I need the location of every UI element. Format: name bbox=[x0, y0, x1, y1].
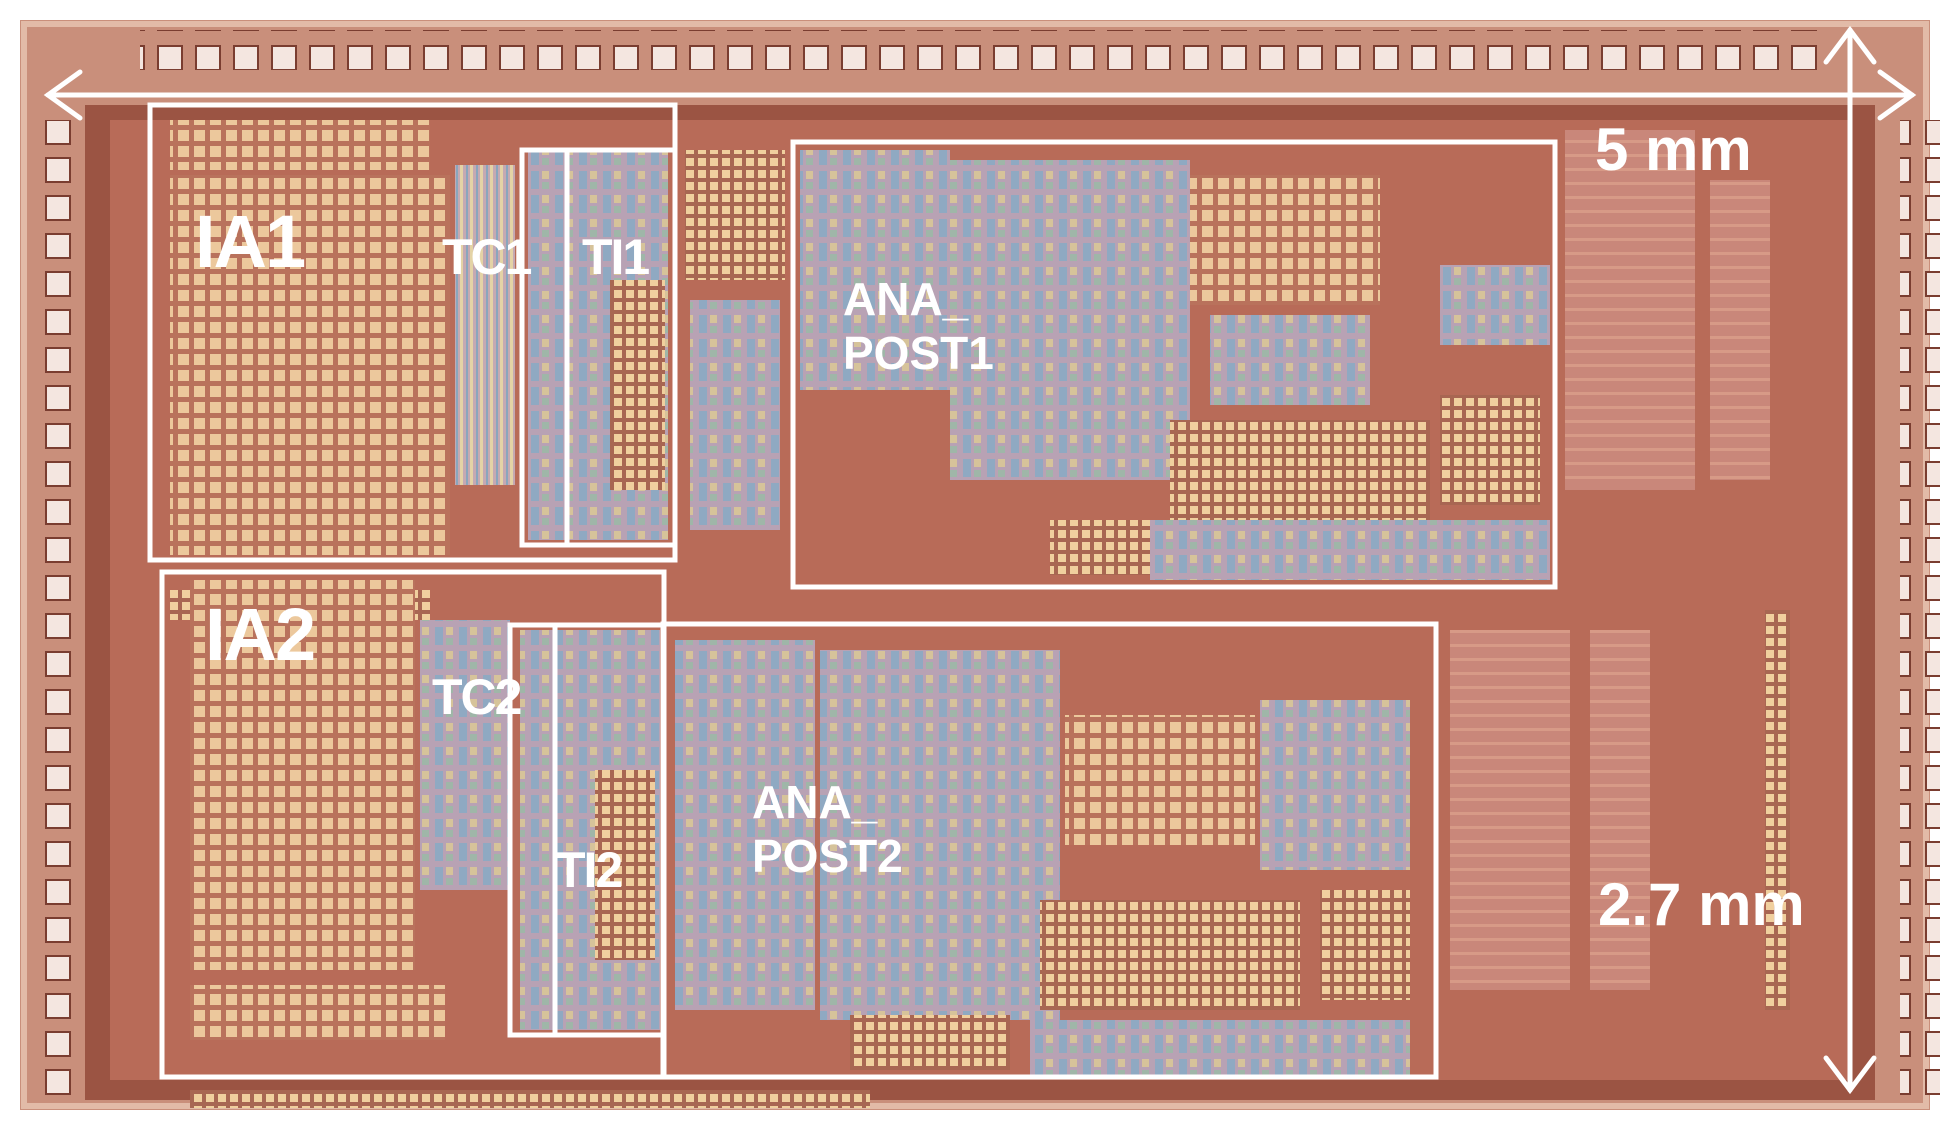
width-arrow-right-head bbox=[1877, 69, 1917, 121]
ti1-label: TI1 bbox=[582, 229, 650, 285]
ana-post1-array-a bbox=[1190, 175, 1380, 305]
ana-post1-logic bbox=[1210, 315, 1370, 405]
top-pad-row bbox=[140, 30, 1820, 70]
cap-bank-2 bbox=[1710, 180, 1770, 480]
mid-array-1 bbox=[685, 150, 785, 280]
ana-post1-label-line2: POST1 bbox=[843, 327, 994, 379]
tc2-block bbox=[420, 620, 510, 890]
ti1-outline bbox=[564, 147, 678, 548]
ana-post2-label-line2: POST2 bbox=[752, 830, 903, 882]
ana-post2-array-c bbox=[1320, 890, 1410, 1000]
ia2-main-array bbox=[190, 580, 415, 970]
ana-post2-outline bbox=[660, 621, 1439, 1080]
height-arrow-bottom-head bbox=[1823, 1055, 1877, 1095]
ana-post2-label-line1: ANA_ bbox=[752, 776, 878, 828]
ti2-label: TI2 bbox=[555, 842, 623, 898]
ana-post1-outline bbox=[790, 139, 1558, 590]
dimension-arrows bbox=[43, 25, 1917, 1095]
height-arrow-top-head bbox=[1823, 25, 1877, 65]
ana-post2-bottom bbox=[1030, 1020, 1410, 1075]
ti2-array bbox=[595, 770, 655, 960]
cap-bank-3 bbox=[1450, 630, 1570, 990]
ia1-main-array bbox=[170, 175, 450, 505]
ana-post2-left bbox=[675, 640, 815, 1010]
cap-bank-4 bbox=[1590, 630, 1650, 990]
ana-post2-array-a bbox=[1065, 715, 1255, 845]
ia2-label: IA2 bbox=[205, 593, 316, 676]
ia1-top-array bbox=[170, 120, 430, 170]
ana-post1-bottom bbox=[1150, 520, 1550, 580]
ana-post2-mid bbox=[820, 650, 1060, 1020]
ia1-label: IA1 bbox=[195, 200, 306, 283]
ana-post1-array-c bbox=[1440, 395, 1540, 505]
width-arrow-left-head bbox=[43, 69, 83, 121]
ana-post1-array-d bbox=[1050, 520, 1150, 575]
ana-post2-label: ANA_ POST2 bbox=[752, 775, 903, 883]
ana-post1-logic-r bbox=[1440, 265, 1550, 345]
ana-post2-array-bottom bbox=[850, 1015, 1010, 1070]
ana-post1-left bbox=[800, 150, 950, 390]
ti1-array bbox=[610, 280, 665, 490]
ana-post2-array-b bbox=[1040, 900, 1300, 1010]
left-pad-column bbox=[40, 120, 80, 1100]
ana-post1-label: ANA_ POST1 bbox=[843, 272, 994, 380]
ana-post1-label-line1: ANA_ bbox=[843, 273, 969, 325]
ia2-bottom-array bbox=[190, 985, 445, 1040]
bottom-strip-array bbox=[190, 1090, 870, 1108]
right-column-array bbox=[1765, 610, 1790, 1010]
tc1-label: TC1 bbox=[442, 229, 532, 285]
ana-post1-array-b bbox=[1170, 420, 1430, 520]
right-pad-column bbox=[1900, 120, 1940, 1100]
block-outlines bbox=[147, 102, 1558, 1080]
width-dimension-label: 5 mm bbox=[1595, 116, 1752, 183]
ana-post2-logic bbox=[1260, 700, 1410, 870]
height-dimension-label: 2.7 mm bbox=[1598, 871, 1805, 938]
tc1-block bbox=[455, 165, 515, 485]
tc2-label: TC2 bbox=[432, 669, 522, 725]
ia1-bottom-array bbox=[170, 505, 450, 555]
ana-post1-mid bbox=[950, 160, 1190, 480]
cap-bank-1 bbox=[1565, 130, 1695, 490]
mid-logic-1 bbox=[690, 300, 780, 530]
